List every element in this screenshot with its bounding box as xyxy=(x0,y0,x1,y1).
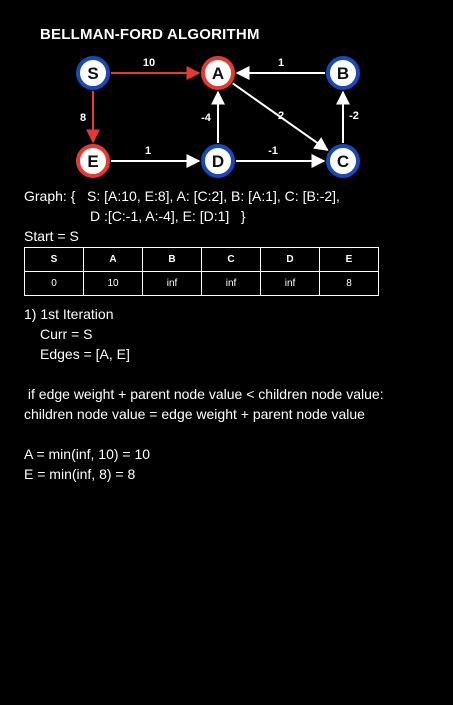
node-a: A xyxy=(201,56,235,90)
calc-e: E = min(inf, 8) = 8 xyxy=(24,466,136,482)
page-title: BELLMAN-FORD ALGORITHM xyxy=(40,26,260,43)
node-e: E xyxy=(76,144,110,178)
distance-table-header: S A B C D E xyxy=(24,247,379,272)
node-label-c: C xyxy=(337,152,349,171)
table-cell: 0 xyxy=(24,271,84,296)
node-label-s: S xyxy=(87,64,98,83)
node-label-e: E xyxy=(87,152,98,171)
start-label: Start = S xyxy=(24,228,79,244)
edge-weight-s-e: 8 xyxy=(80,112,86,124)
graph-definition-line1: Graph: { S: [A:10, E:8], A: [C:2], B: [A… xyxy=(24,188,340,204)
table-cell: inf xyxy=(142,271,202,296)
table-cell: 8 xyxy=(319,271,379,296)
edge-weight-b-a: 1 xyxy=(278,57,284,69)
edge-weight-d-c: -1 xyxy=(268,145,278,157)
table-header-cell: B xyxy=(142,247,202,272)
node-label-b: B xyxy=(337,64,349,83)
calc-a: A = min(inf, 10) = 10 xyxy=(24,446,151,462)
edge-weight-s-a: 10 xyxy=(143,57,155,69)
node-circle-d xyxy=(201,144,235,178)
table-cell: inf xyxy=(201,271,261,296)
table-header-cell: D xyxy=(260,247,320,272)
node-circle-c xyxy=(326,144,360,178)
node-circle-b xyxy=(326,56,360,90)
table-header-cell: S xyxy=(24,247,84,272)
graph-diagram: 10 1 8 -4 2 -2 1 -1 S A B E D C xyxy=(76,56,360,178)
distance-table: S A B C D E 0 10 inf inf inf 8 xyxy=(24,247,379,296)
node-s: S xyxy=(76,56,110,90)
graph-definition-line2: D :[C:-1, A:-4], E: [D:1] } xyxy=(90,208,246,224)
iteration-heading: 1) 1st Iteration xyxy=(24,306,114,322)
node-circle-a xyxy=(201,56,235,90)
node-label-d: D xyxy=(212,152,224,171)
node-circle-s xyxy=(76,56,110,90)
edges-label: Edges = [A, E] xyxy=(40,346,130,362)
edge-weight-a-c: 2 xyxy=(278,110,284,122)
node-c: C xyxy=(326,144,360,178)
relax-rule-line2: children node value = edge weight + pare… xyxy=(24,406,365,422)
current-node-label: Curr = S xyxy=(40,326,93,342)
node-circle-e xyxy=(76,144,110,178)
table-header-cell: C xyxy=(201,247,261,272)
edge-weight-c-b: -2 xyxy=(349,110,359,122)
table-cell: inf xyxy=(260,271,320,296)
table-cell: 10 xyxy=(83,271,143,296)
edge-weight-d-a: -4 xyxy=(201,112,212,124)
relax-rule-line1: if edge weight + parent node value < chi… xyxy=(24,386,384,402)
edge-weight-e-d: 1 xyxy=(145,145,151,157)
node-d: D xyxy=(201,144,235,178)
table-row: 0 10 inf inf inf 8 xyxy=(24,271,379,296)
table-header-cell: E xyxy=(319,247,379,272)
node-label-a: A xyxy=(212,64,224,83)
table-header-cell: A xyxy=(83,247,143,272)
node-b: B xyxy=(326,56,360,90)
edge-a-c xyxy=(232,82,329,151)
